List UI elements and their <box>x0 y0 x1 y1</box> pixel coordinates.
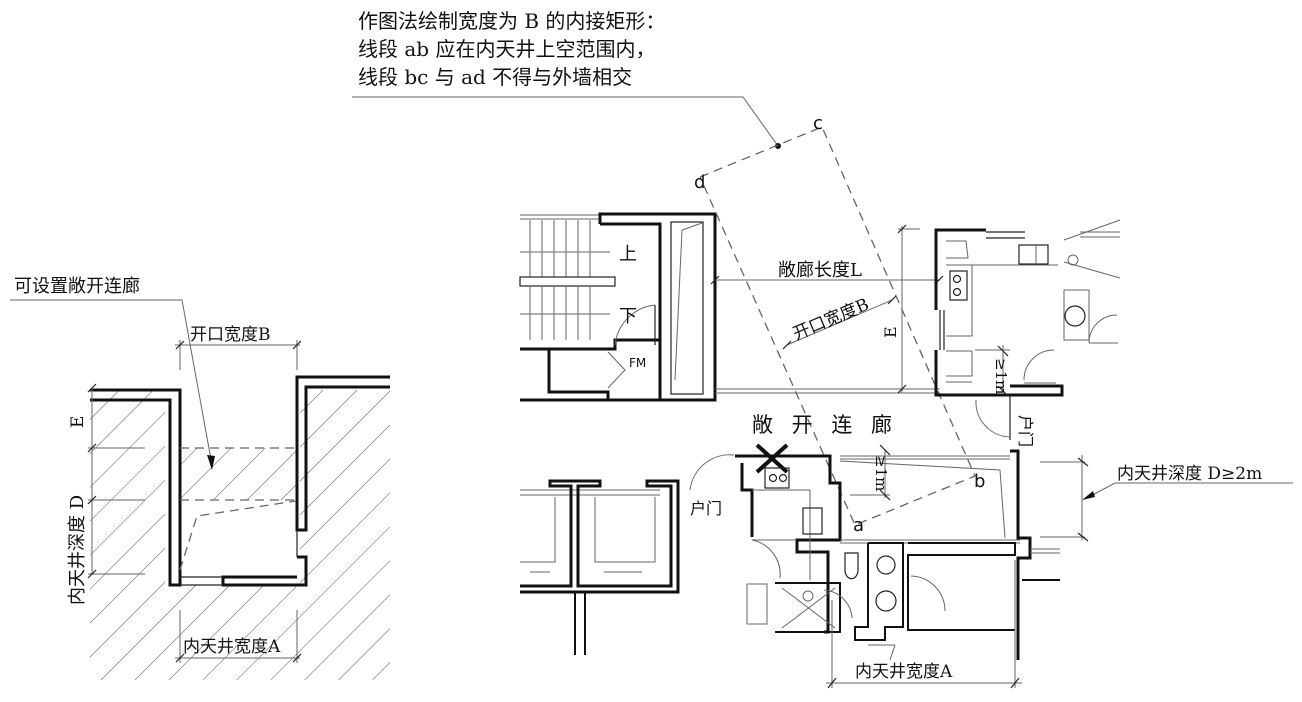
opening-width-dim <box>786 299 893 346</box>
instruction-note: 作图法绘制宽度为 B 的内接矩形： 线段 ab 应在内天井上空范围内， 线段 b… <box>352 9 781 149</box>
depth-label: 内天井深度 D <box>67 495 88 605</box>
washbasin-icon <box>1063 289 1090 341</box>
point-b: b <box>974 471 985 492</box>
arrow-icon <box>207 455 215 470</box>
callout-leader <box>10 299 213 466</box>
dim-e-label: E <box>68 416 88 428</box>
plan-opening-width-label: 开口宽度B <box>790 295 872 345</box>
door-swing-icon <box>751 539 781 579</box>
lower-bath <box>823 542 1016 661</box>
lower-kitchen <box>735 454 842 634</box>
arrow-icon <box>1082 491 1095 500</box>
hatched-corridor-zone <box>180 448 297 500</box>
note-line-2: 线段 ab 应在内天井上空范围内， <box>358 37 655 61</box>
door-swing-icon <box>1088 314 1118 344</box>
depth-note-label: 内天井深度 D≥2m <box>1117 464 1262 484</box>
note-leader-line <box>352 96 779 147</box>
door-swing-icon <box>910 575 946 612</box>
callout-text: 可设置敞开连廊 <box>14 276 140 297</box>
note-line-3: 线段 bc 与 ad 不得与外墙相交 <box>358 65 632 89</box>
point-a: a <box>853 515 864 536</box>
leader-dot <box>775 143 781 149</box>
right-wall <box>295 375 390 532</box>
stair-up-label: 上 <box>619 244 637 265</box>
washbasin-icon <box>875 590 897 612</box>
floor-plan: 上 下 FM 敞廊长度L E 开口宽度B c d b a <box>519 113 1293 689</box>
door-swing-icon <box>823 589 853 619</box>
corridor-dash-slanted <box>179 500 297 571</box>
min-1m-mid-label: ≥1m <box>872 455 890 491</box>
stair-core: 上 下 FM <box>519 212 717 402</box>
note-line-1: 作图法绘制宽度为 B 的内接矩形： <box>358 9 665 33</box>
fm-label: FM <box>629 356 646 370</box>
point-d: d <box>694 172 705 193</box>
left-diagram: 可设置敞开连廊 开口宽度B E 内天井深度 D 内天井宽度A <box>10 276 390 680</box>
min-1m-top-label: ≥1m <box>992 358 1010 394</box>
door-swing-icon <box>1023 349 1055 381</box>
washer-icon <box>876 555 896 575</box>
door-swing-icon <box>689 454 735 491</box>
plan-width-label: 内天井宽度A <box>855 662 953 682</box>
stove-icon <box>949 270 968 301</box>
point-c: c <box>813 113 823 134</box>
depth-leader <box>1084 482 1293 500</box>
door-swing-icon <box>975 399 1011 438</box>
door-right-label: 户门 <box>1016 415 1035 447</box>
left-wall <box>90 388 182 587</box>
upper-kitchen: ≥1m <box>934 219 1121 397</box>
corridor-length-label: 敞廊长度L <box>778 260 862 281</box>
lift-core: 户门 <box>520 454 735 655</box>
sink-icon <box>1018 244 1049 265</box>
open-corridor-label: 敞 开 连 廊 <box>752 413 898 437</box>
plan-dim-e-label: E <box>881 326 900 338</box>
toilet-icon <box>844 552 859 580</box>
door-left-label: 户门 <box>690 499 722 518</box>
stair-down-label: 下 <box>619 306 637 327</box>
bottom-wall <box>221 555 308 587</box>
inscribed-rectangle <box>699 126 976 526</box>
shower-icon <box>1063 219 1121 279</box>
stove-icon <box>764 467 790 489</box>
sink-icon <box>802 507 823 535</box>
opening-width-label: 开口宽度B <box>190 325 271 345</box>
width-label: 内天井宽度A <box>183 637 281 657</box>
